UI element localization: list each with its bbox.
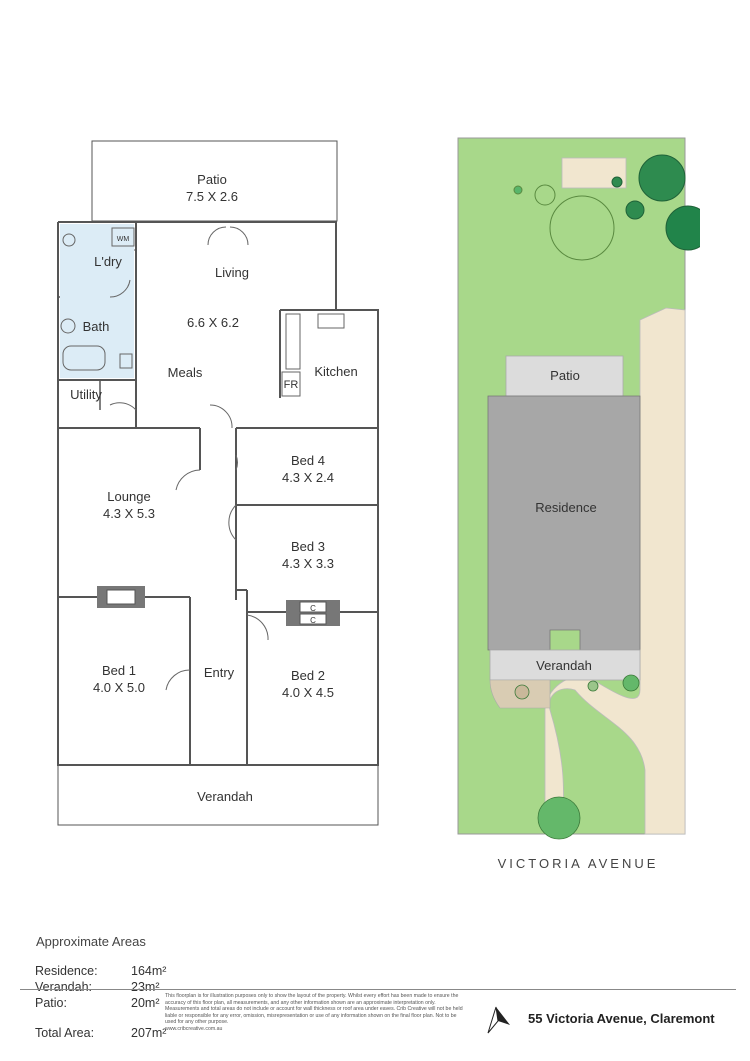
tree-icon: [611, 176, 623, 188]
area-value: 20m²: [131, 996, 160, 1010]
trees: [611, 154, 700, 251]
tree-icon: [665, 205, 700, 251]
shrub-icon: [534, 184, 556, 206]
area-row-total: Total Area: 207m²: [35, 1026, 167, 1040]
bed2-label: Bed 2: [291, 668, 325, 683]
area-value: 164m²: [131, 964, 167, 978]
bed1-label: Bed 1: [102, 663, 136, 678]
bed2-dimensions: 4.0 X 4.5: [282, 685, 334, 700]
tree-icon: [625, 200, 645, 220]
site-verandah: [489, 649, 641, 681]
area-row-patio: Patio: 20m²: [35, 996, 160, 1010]
tree-icon: [638, 154, 686, 202]
area-row-verandah: Verandah: 23m²: [35, 980, 160, 994]
fridge-label: FR: [284, 379, 299, 391]
utility-label: Utility: [70, 387, 102, 402]
laundry-label: L'dry: [94, 254, 122, 269]
bed4-dimensions: 4.3 X 2.4: [282, 470, 334, 485]
area-value: 207m²: [131, 1026, 167, 1040]
street-tree-icon: [537, 796, 581, 840]
patio-dimensions: 7.5 X 2.6: [186, 189, 238, 204]
floor-plan-labels: Patio 7.5 X 2.6 L'dry WM Bath Utility Li…: [70, 172, 358, 804]
washing-machine-label: WM: [117, 236, 130, 243]
kitchen-label: Kitchen: [314, 364, 357, 379]
bed3-dimensions: 4.3 X 3.3: [282, 556, 334, 571]
site-plan: Patio Residence Verandah: [457, 137, 700, 840]
area-value: 23m²: [131, 980, 160, 994]
bed4-label: Bed 4: [291, 453, 325, 468]
living-label: Living: [215, 265, 249, 280]
bed3-label: Bed 3: [291, 539, 325, 554]
entry-label: Entry: [204, 665, 235, 680]
bed1-dimensions: 4.0 X 5.0: [93, 680, 145, 695]
site-residence: [487, 395, 641, 651]
areas-title: Approximate Areas: [36, 934, 146, 949]
cupboard-label-1: C: [310, 604, 316, 613]
cupboard-label-2: C: [310, 616, 316, 625]
lounge-dimensions: 4.3 X 5.3: [103, 506, 155, 521]
meals-label: Meals: [168, 365, 203, 380]
lounge-label: Lounge: [107, 489, 150, 504]
patio-label: Patio: [197, 172, 227, 187]
area-label: Verandah:: [35, 980, 92, 994]
property-address: 55 Victoria Avenue, Claremont: [528, 1011, 715, 1026]
area-row-residence: Residence: 164m²: [35, 964, 167, 978]
shrub-icon: [549, 195, 615, 261]
site-verandah-label: Verandah: [536, 658, 592, 673]
verandah-outline: [57, 764, 379, 826]
street-name: VICTORIA AVENUE: [497, 856, 659, 871]
area-label: Total Area:: [35, 1026, 95, 1040]
verandah-label: Verandah: [197, 789, 253, 804]
site-residence-label: Residence: [535, 500, 596, 515]
living-dimensions: 6.6 X 6.2: [187, 315, 239, 330]
site-patio: [505, 355, 624, 397]
north-arrow-icon: [487, 1006, 510, 1034]
floor-plan: [57, 140, 379, 826]
disclaimer: This floorplan is for illustration purpo…: [165, 993, 465, 1033]
site-patio-label: Patio: [550, 368, 580, 383]
area-label: Residence:: [35, 964, 98, 978]
divider: [20, 989, 736, 990]
disclaimer-text: This floorplan is for illustration purpo…: [165, 993, 463, 1026]
website: www.cribcreative.com.au: [165, 1025, 223, 1032]
bath-label: Bath: [83, 319, 110, 334]
area-label: Patio:: [35, 996, 67, 1010]
